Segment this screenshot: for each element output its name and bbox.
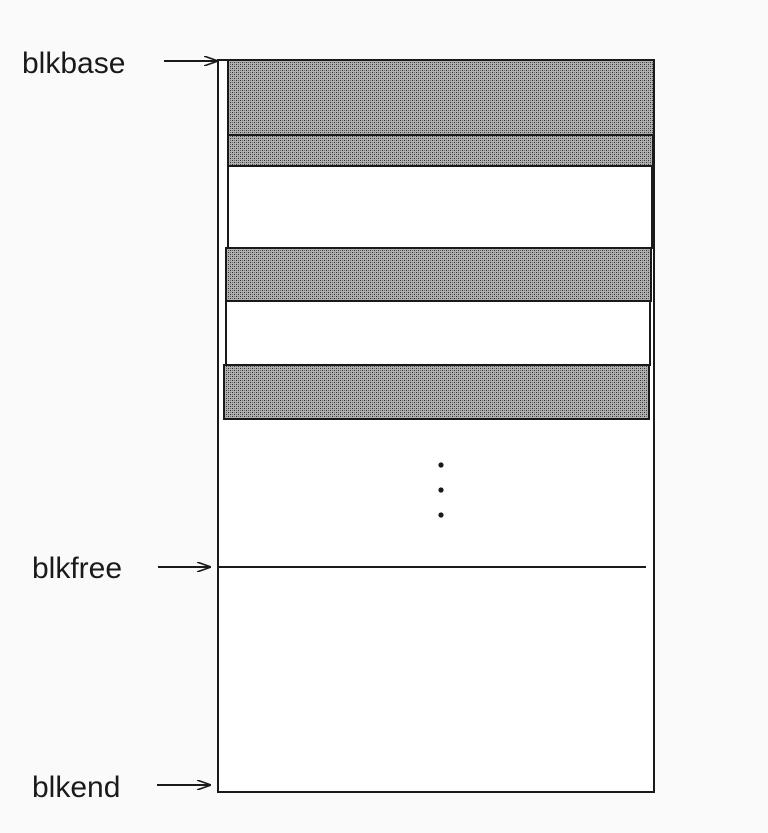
allocated-block-3: [225, 247, 652, 302]
free-gap-1: [227, 165, 653, 249]
allocated-block-2: [227, 134, 654, 167]
ellipsis-dot-1: [438, 462, 444, 468]
label-blkend: blkend: [32, 771, 120, 804]
label-blkbase: blkbase: [22, 47, 125, 80]
allocated-block-1: [227, 59, 655, 136]
label-blkfree: blkfree: [32, 552, 122, 585]
ellipsis-dot-2: [438, 487, 444, 493]
free-gap-2: [225, 300, 651, 366]
allocated-block-4: [223, 364, 650, 420]
ellipsis-dot-3: [438, 512, 444, 518]
